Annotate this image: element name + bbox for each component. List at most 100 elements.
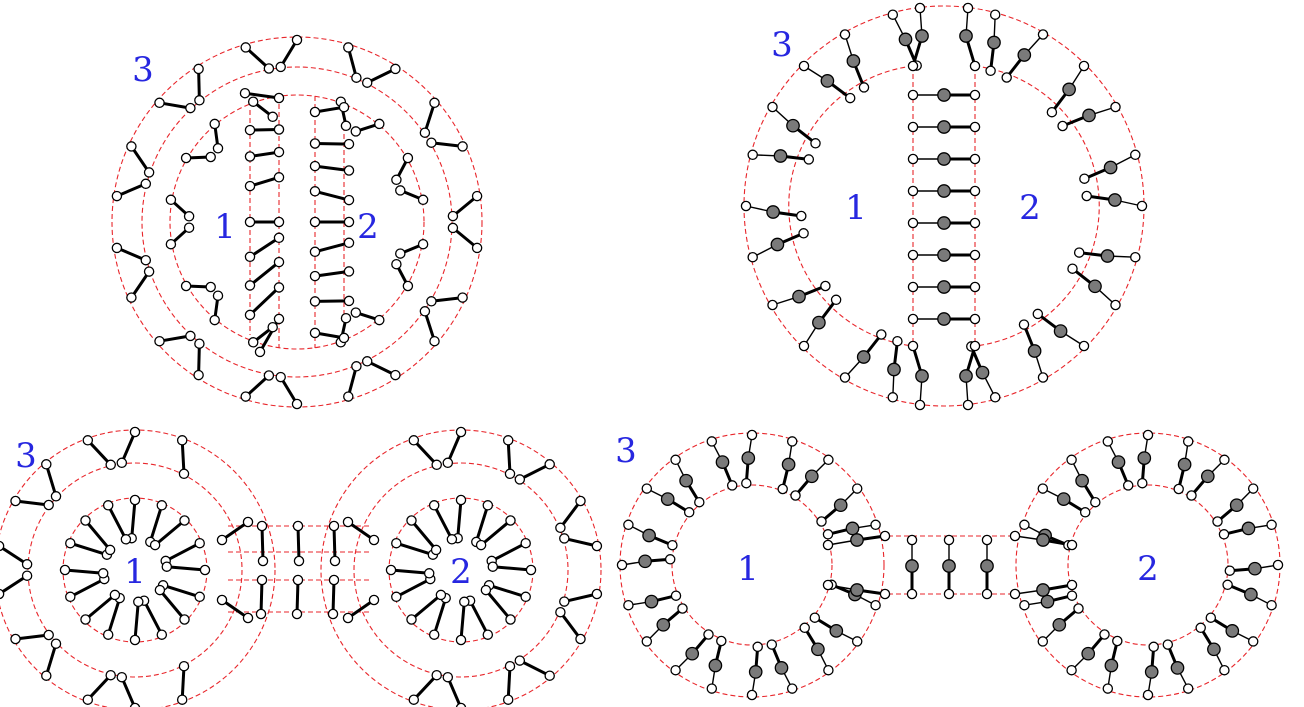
hollow-atom	[667, 539, 678, 551]
bond	[260, 524, 265, 563]
hollow-atom	[1110, 101, 1121, 113]
hollow-atom	[309, 270, 321, 282]
hollow-atom	[205, 281, 216, 293]
hollow-atom	[887, 9, 899, 20]
hollow-atom	[798, 60, 810, 72]
hollow-atom	[1073, 247, 1085, 258]
filled-atom	[1081, 646, 1096, 661]
filled-atom	[850, 533, 864, 547]
hollow-atom	[240, 42, 251, 53]
hollow-atom	[244, 180, 256, 192]
bond	[394, 577, 432, 599]
filled-atom	[905, 559, 919, 573]
hollow-atom	[1066, 579, 1078, 591]
hollow-atom	[1099, 629, 1110, 640]
hollow-atom	[747, 149, 758, 161]
hollow-atom	[670, 590, 682, 601]
hollow-atom	[623, 599, 634, 611]
hollow-atom	[111, 190, 123, 202]
hollow-atom	[504, 660, 516, 672]
hollow-atom	[839, 372, 851, 383]
hollow-atom	[406, 614, 417, 625]
hollow-atom	[267, 111, 278, 123]
hollow-atom	[267, 321, 278, 333]
hollow-atom	[143, 266, 155, 277]
hollow-atom	[575, 495, 586, 507]
bond	[456, 498, 463, 540]
hollow-atom	[179, 614, 190, 625]
bond	[313, 299, 351, 303]
bond	[68, 577, 106, 599]
hollow-atom	[455, 426, 467, 438]
bond	[562, 536, 599, 548]
hollow-atom	[1247, 483, 1259, 494]
bond	[331, 578, 336, 616]
filled-atom	[638, 554, 652, 569]
hollow-atom	[1066, 454, 1077, 466]
hollow-atom	[291, 608, 303, 620]
hollow-atom	[428, 629, 440, 640]
hollow-atom	[766, 639, 778, 650]
bond	[558, 610, 582, 641]
bond	[313, 142, 351, 146]
hollow-atom	[1186, 490, 1197, 501]
hollow-atom	[350, 307, 362, 318]
filled-atom	[937, 248, 951, 262]
hollow-atom	[823, 664, 834, 676]
hollow-atom	[716, 635, 727, 647]
hollow-atom	[129, 426, 141, 438]
filled-atom	[685, 646, 700, 661]
hollow-atom	[575, 633, 586, 645]
hollow-atom	[969, 60, 981, 72]
bond	[180, 438, 186, 476]
hollow-atom	[1009, 530, 1021, 542]
hollow-atom	[907, 153, 919, 165]
hollow-atom	[244, 216, 256, 228]
hollow-atom	[426, 296, 437, 307]
hollow-atom	[212, 290, 224, 301]
filled-atom	[804, 469, 819, 484]
hollow-atom	[943, 534, 955, 546]
hollow-atom	[879, 588, 891, 600]
hollow-atom	[343, 194, 355, 206]
hollow-atom	[1130, 149, 1141, 161]
hollow-atom	[43, 499, 54, 511]
hollow-atom	[165, 238, 177, 250]
hollow-atom	[247, 96, 259, 107]
hollow-atom	[892, 335, 903, 347]
bond	[120, 675, 137, 707]
hollow-atom	[544, 670, 555, 681]
hollow-atom	[242, 516, 254, 528]
hollow-atom	[133, 596, 144, 608]
hollow-atom	[343, 42, 354, 53]
hollow-atom	[816, 516, 827, 527]
dashed-guide-circle	[111, 36, 483, 408]
hollow-atom	[343, 216, 355, 228]
bond	[332, 524, 337, 563]
hollow-atom	[1032, 308, 1044, 320]
hollow-atom	[1195, 622, 1206, 634]
hollow-atom	[351, 361, 362, 372]
hollow-atom	[670, 664, 681, 676]
hollow-atom	[273, 146, 285, 158]
hollow-atom	[391, 174, 402, 186]
hollow-atom	[431, 669, 442, 681]
hollow-atom	[140, 178, 152, 190]
hollow-atom	[154, 584, 166, 596]
bond	[558, 499, 582, 530]
hollow-atom	[1112, 635, 1123, 647]
filled-atom	[1017, 48, 1032, 62]
hollow-atom	[292, 520, 304, 532]
filled-atom	[642, 528, 656, 543]
hollow-atom	[105, 669, 116, 681]
bond	[518, 462, 552, 481]
hollow-atom	[256, 574, 268, 586]
hollow-atom	[455, 494, 467, 506]
hollow-atom	[969, 121, 981, 133]
hollow-atom	[820, 280, 831, 292]
hollow-atom	[907, 281, 919, 293]
hollow-atom	[1219, 664, 1230, 676]
hollow-atom	[786, 683, 798, 694]
filled-atom	[1111, 455, 1126, 469]
dashed-guide-circle	[141, 66, 453, 378]
